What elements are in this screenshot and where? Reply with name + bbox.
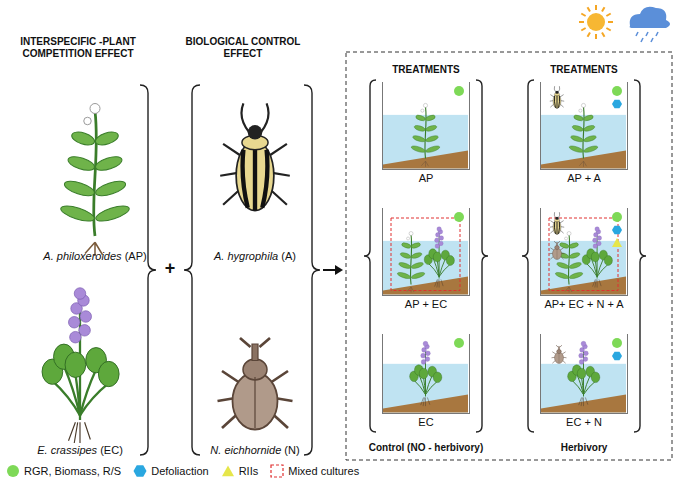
water-hyacinth-plant [42,288,119,443]
defoliation-hexagon [612,100,622,109]
beaker-contents [541,208,626,295]
treatment-label: AP + A [567,172,601,184]
alligator-weed-plant [397,232,426,293]
treatment-label: AP+ EC + N + A [544,298,623,310]
legend-text: Mixed cultures [288,465,359,477]
text-label: + [162,258,178,280]
water-hyacinth-plant [582,227,612,288]
bracket [140,85,156,455]
legend-item: Defoliaction [133,464,208,478]
text-label: TREATMENTS [376,64,476,76]
measure-circle [612,212,622,222]
text-label: N. eichhornide (N) [195,444,315,457]
bracket [522,80,534,432]
flea-beetle [550,86,564,108]
defoliation-hexagon [134,465,147,476]
culture-beaker: AP + EC [382,208,470,296]
culture-beaker: AP+ EC + N + A [540,208,628,296]
water-hyacinth-plant [424,227,454,288]
legend-swatch [6,464,20,478]
legend-item: Mixed cultures [270,464,359,478]
text-label: Herbivory [534,442,634,454]
text-label: A. philoxeroides (AP) [25,250,165,263]
weevil [552,345,567,363]
treatment-label: AP [419,172,434,184]
text-label: BIOLOGICAL CONTROL EFFECT [183,36,303,60]
treatment-label: AP + EC [405,298,447,310]
weevil [218,338,293,430]
legend: RGR, Biomass, R/S Defoliaction RIIs Mixed c… [6,464,359,478]
flea-beetle [550,212,564,234]
legend-swatch [270,464,284,478]
legend-text: RGR, Biomass, R/S [24,465,121,477]
culture-beaker: EC + N [540,334,628,414]
rii-triangle [222,466,234,477]
legend-item: RGR, Biomass, R/S [6,464,121,478]
alligator-weed-plant [555,232,584,293]
measure-circle [7,465,19,477]
alligator-weed-plant [411,103,441,166]
culture-beaker: AP [382,82,470,170]
text-label: Control (NO - herbivory) [351,442,501,454]
measure-circle [454,338,464,348]
treatment-label: EC [418,416,433,428]
legend-text: RIIs [239,465,259,477]
beaker-contents [383,82,468,169]
alligator-weed-plant [569,103,599,166]
sun-icon [579,5,613,39]
defoliation-hexagon [612,226,622,235]
bracket [304,85,320,455]
text-label: TREATMENTS [534,64,634,76]
bracket [364,80,376,432]
alligator-weed-plant [59,104,131,257]
beaker-contents [383,334,468,413]
culture-beaker: AP + A [540,82,628,170]
bracket [476,80,488,432]
text-label: A. hygrophila (A) [195,250,315,263]
beaker-contents [541,334,626,413]
defoliation-hexagon [612,352,622,361]
legend-swatch [221,464,235,478]
arrow-head [335,265,343,275]
bracket [184,85,200,455]
flea-beetle [220,103,290,210]
measure-circle [612,338,622,348]
measure-circle [612,86,622,96]
weevil [550,241,565,259]
legend-text: Defoliaction [151,465,208,477]
legend-swatch [133,464,147,478]
beaker-contents [383,208,468,295]
culture-beaker: EC [382,334,470,414]
water-hyacinth-plant [568,341,600,406]
legend-item: RIIs [221,464,259,478]
beaker-contents [541,82,626,169]
measure-circle [454,86,464,96]
arrow-line [323,269,337,271]
water-hyacinth-plant [410,341,442,406]
rain-cloud-icon [630,7,671,42]
rii-triangle [612,238,622,247]
text-label: INTERSPECIFIC -PLANT COMPETITION EFFECT [3,36,153,60]
bracket [634,80,646,432]
measure-circle [454,212,464,222]
text-label: E. crassipes (EC) [10,444,150,457]
treatment-frame [346,52,672,460]
treatment-label: EC + N [566,416,602,428]
